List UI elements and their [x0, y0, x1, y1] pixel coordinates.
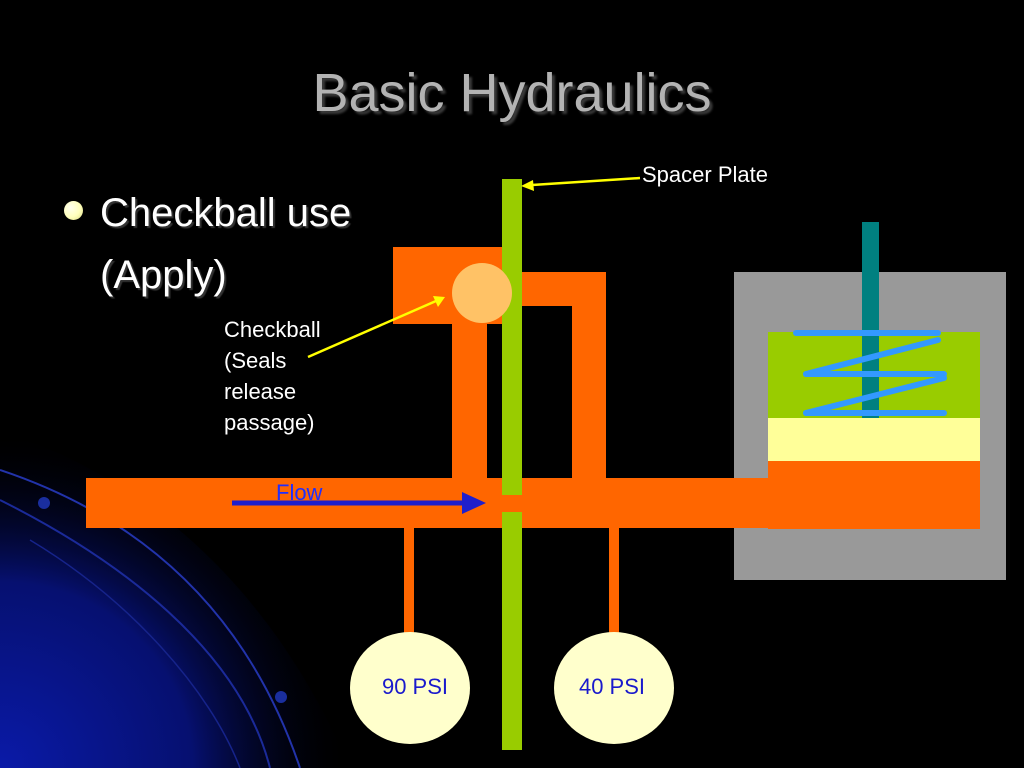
coil-spring-icon	[793, 330, 947, 416]
checkball-pointer	[307, 296, 445, 359]
bullet-text: Checkball use (Apply)	[100, 182, 351, 306]
bullet-line-1: Checkball use	[100, 191, 352, 235]
checkball-label-line-1: Checkball	[224, 317, 321, 342]
checkball-label: Checkball (Seals release passage)	[224, 314, 321, 438]
bullet-line-2: (Apply)	[100, 253, 227, 297]
gauge-line-left	[404, 528, 414, 638]
spacer-plate-pointer	[521, 176, 641, 191]
pressure-gauge-left	[350, 632, 470, 744]
checkball-label-line-4: passage)	[224, 410, 315, 435]
slide-title: Basic Hydraulics	[312, 63, 712, 123]
checkball	[452, 263, 512, 323]
pressure-gauge-right	[554, 632, 674, 744]
gauge-right-reading: 40 PSI	[578, 674, 646, 699]
round-bullet-icon	[64, 201, 83, 220]
gauge-left-reading: 90 PSI	[381, 674, 449, 699]
release-passage-vertical	[452, 300, 487, 480]
flow-label: Flow	[276, 480, 323, 505]
piston-bottom	[768, 418, 980, 461]
spacer-plate-label: Spacer Plate	[642, 162, 768, 187]
spacer-plate-lower	[502, 512, 522, 750]
servo-rod	[862, 222, 879, 418]
gauge-line-right	[609, 528, 619, 638]
checkball-label-line-3: release	[224, 379, 297, 404]
apply-passage-vertical	[572, 272, 606, 480]
checkball-label-line-2: (Seals	[224, 348, 287, 373]
spacer-plate-upper	[502, 179, 522, 495]
main-oil-passage	[86, 478, 980, 528]
right-arrow-icon	[232, 492, 486, 514]
